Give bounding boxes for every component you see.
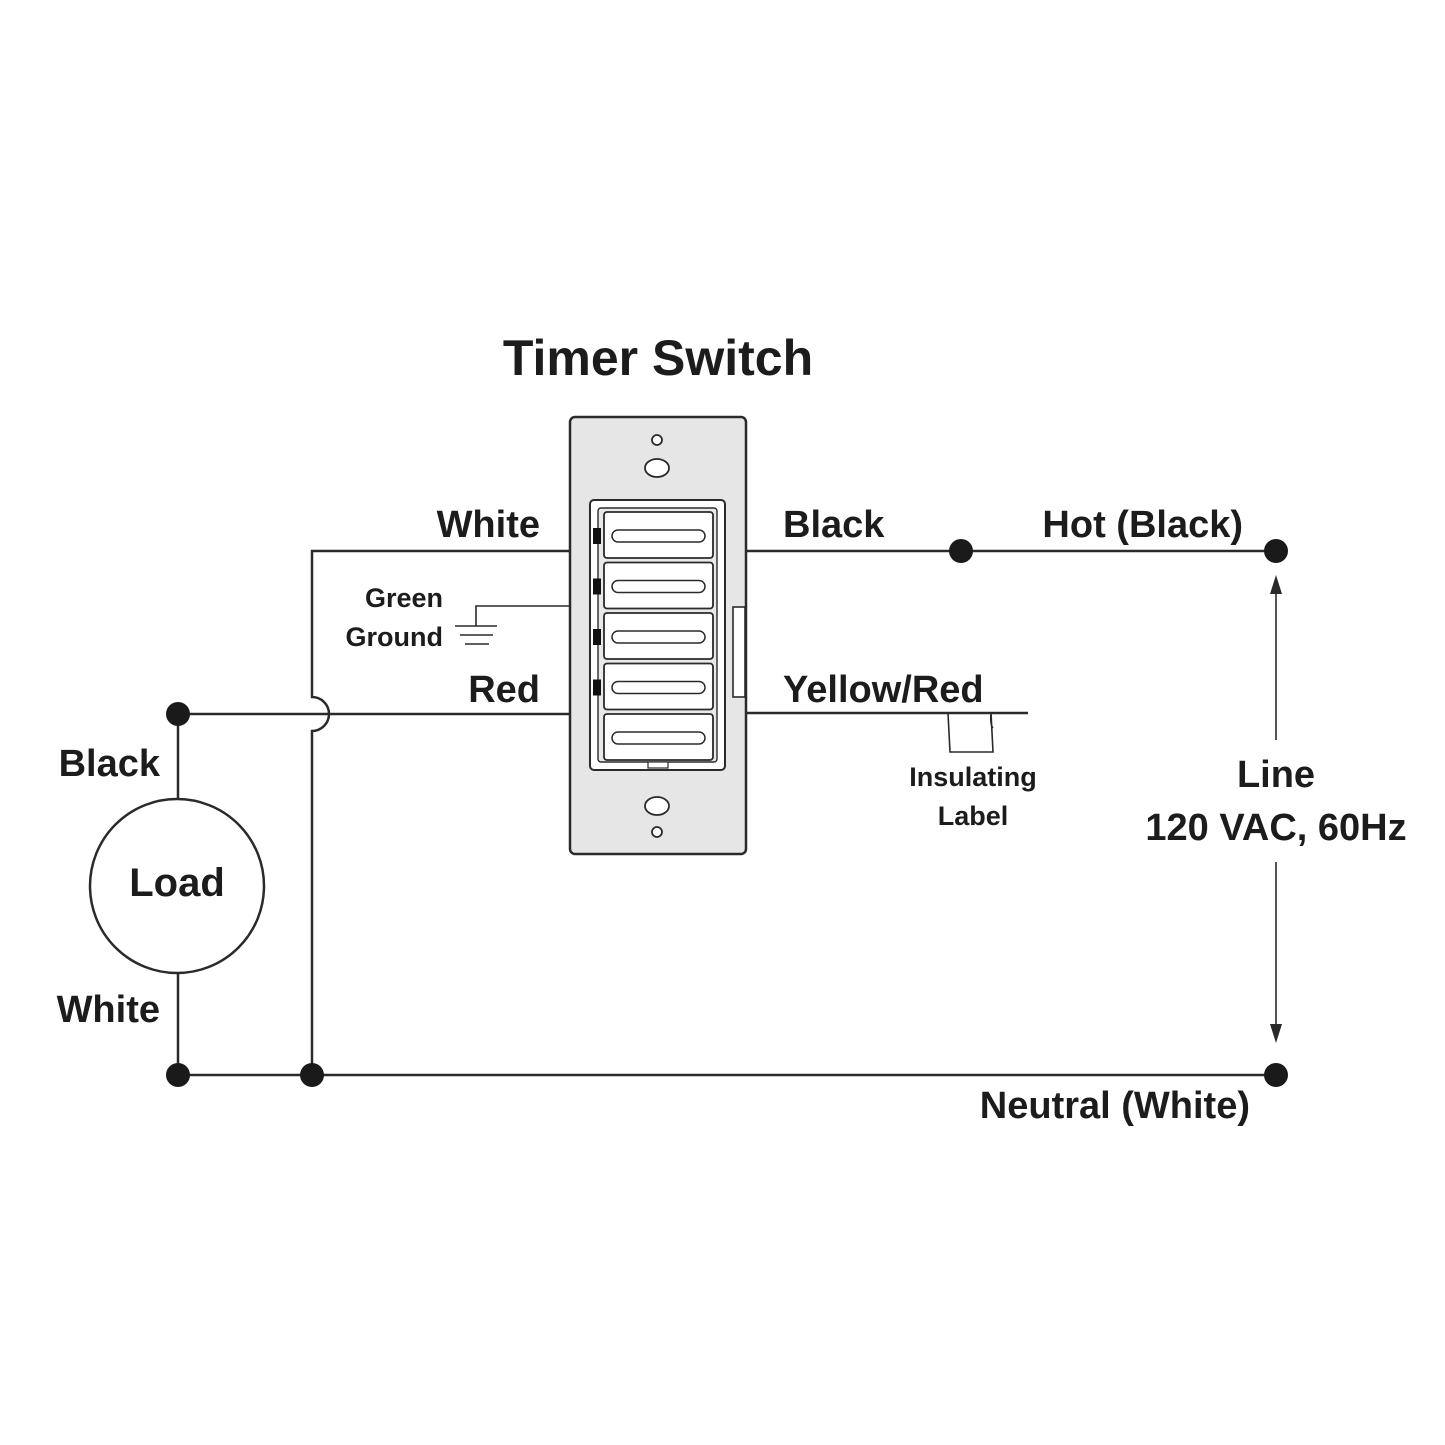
white-wire xyxy=(310,549,571,1075)
line-label: Line xyxy=(1237,754,1315,796)
timer-button-5[interactable] xyxy=(603,713,714,761)
white-lead-label: White xyxy=(437,504,540,546)
screw-hole-icon xyxy=(651,826,663,838)
screw-hole-icon xyxy=(651,434,663,446)
load-white-label: White xyxy=(57,989,160,1031)
insulating-label-text-1: Insulating xyxy=(909,762,1037,792)
diagram-title: Timer Switch xyxy=(503,330,813,386)
yellow-red-lead-label: Yellow/Red xyxy=(783,669,984,711)
junction-dot-neutral-terminal xyxy=(1264,1063,1288,1087)
timer-button-4[interactable] xyxy=(603,662,714,711)
timer-button-3[interactable] xyxy=(603,612,714,660)
ground-label: Ground xyxy=(346,622,443,652)
junction-dot-load-white xyxy=(166,1063,190,1087)
ground-symbol-icon xyxy=(455,625,497,645)
junction-dot-neutral-splice xyxy=(300,1063,324,1087)
button-slot-icon xyxy=(611,630,706,644)
insulating-label-text-2: Label xyxy=(938,801,1009,831)
red-lead-label: Red xyxy=(468,669,540,711)
indicator-led-3 xyxy=(593,629,601,645)
line-voltage-label: 120 VAC, 60Hz xyxy=(1145,807,1406,849)
hot-label: Hot (Black) xyxy=(1042,504,1243,546)
button-slot-icon xyxy=(611,731,706,745)
load-black-label: Black xyxy=(59,743,161,785)
indicator-led-1 xyxy=(593,528,601,544)
timer-switch-device xyxy=(568,415,748,856)
green-ground-wire xyxy=(475,605,571,626)
load-symbol: Load xyxy=(88,797,266,975)
junction-dot-hot-splice xyxy=(949,539,973,563)
load-label: Load xyxy=(129,861,225,905)
black-lead-label: Black xyxy=(783,504,885,546)
junction-dot-load-black xyxy=(166,702,190,726)
timer-button-1[interactable] xyxy=(603,511,714,559)
mounting-slot-icon xyxy=(644,796,670,816)
side-strap xyxy=(732,606,746,698)
arrow-up-icon xyxy=(1270,575,1282,594)
indicator-led-2 xyxy=(593,578,601,595)
indicator-led-4 xyxy=(593,679,601,696)
arrow-down-icon xyxy=(1270,1024,1282,1043)
button-slot-icon xyxy=(611,680,706,695)
button-slot-icon xyxy=(611,529,706,543)
green-label: Green xyxy=(365,583,443,613)
line-voltage-arrow xyxy=(1270,575,1282,1043)
neutral-label: Neutral (White) xyxy=(980,1085,1250,1127)
timer-button-2[interactable] xyxy=(603,561,714,610)
insulating-label-icon xyxy=(947,712,994,753)
mounting-slot-icon xyxy=(644,458,670,478)
button-slot-icon xyxy=(611,579,706,594)
junction-dot-hot-terminal xyxy=(1264,539,1288,563)
